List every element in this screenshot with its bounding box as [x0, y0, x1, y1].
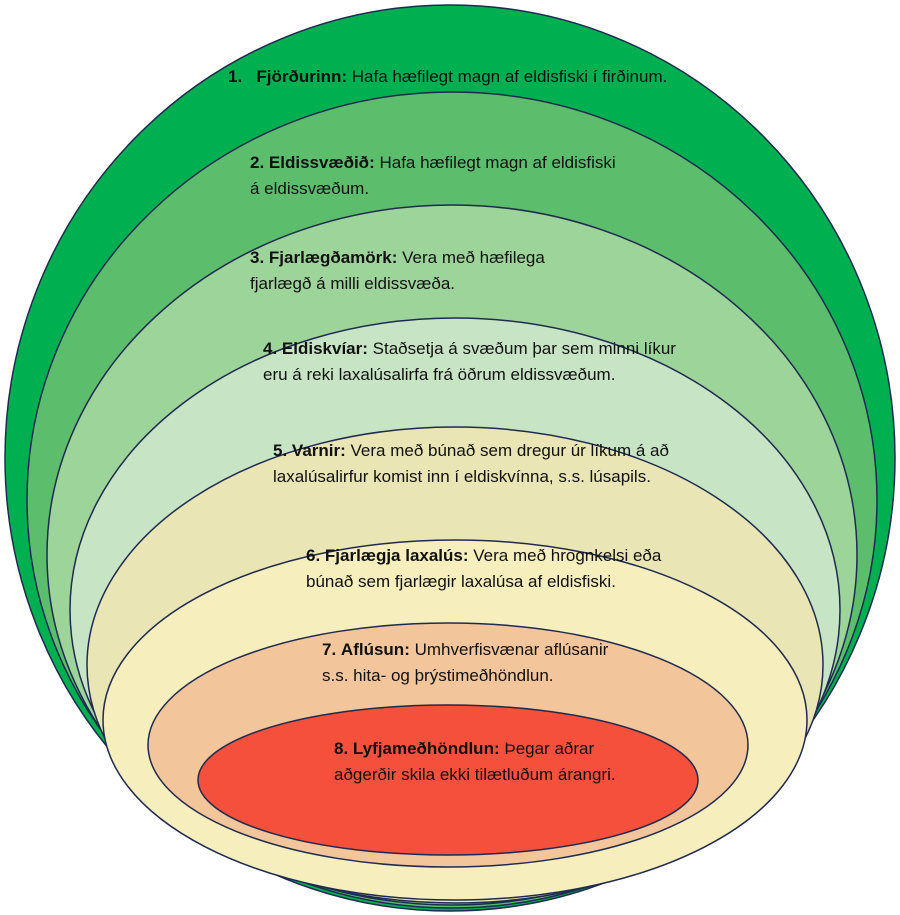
- level-6-text: Vera með hrognkelsi eða búnað sem fjarlæ…: [306, 546, 662, 591]
- level-8-text: Þegar aðrar aðgerðir skila ekki tilætluð…: [334, 739, 616, 784]
- level-1-number: 1.: [228, 67, 243, 86]
- level-2-label: 2. Eldissvæðið: Hafa hæfilegt magn af el…: [250, 150, 620, 202]
- level-7-text: Umhverfisvænar aflúsanir s.s. hita- og þ…: [322, 640, 609, 685]
- level-6-label: 6. Fjarlægja laxalús: Vera með hrognkels…: [306, 543, 666, 595]
- level-5-title: Varnir:: [291, 441, 346, 460]
- level-8-label: 8. Lyfjameðhöndlun: Þegar aðrar aðgerðir…: [334, 736, 624, 788]
- level-6-title: Fjarlægja laxalús:: [324, 546, 469, 565]
- level-7-number: 7.: [322, 640, 337, 659]
- level-3-number: 3.: [250, 248, 265, 267]
- level-3-label: 3. Fjarlægðamörk: Vera með hæfilega fjar…: [250, 245, 610, 297]
- level-3-title: Fjarlægðamörk:: [268, 248, 398, 267]
- level-3-text: Vera með hæfilega fjarlægð á milli eldis…: [250, 248, 545, 293]
- level-5-label: 5. Varnir: Vera með búnað sem dregur úr …: [273, 438, 673, 490]
- level-7-label: 7. Aflúsun: Umhverfisvænar aflúsanir s.s…: [322, 637, 622, 689]
- level-8-title: Lyfjameðhöndlun:: [352, 739, 500, 758]
- level-2-number: 2.: [250, 153, 265, 172]
- level-5-text: Vera með búnað sem dregur úr líkum á að …: [273, 441, 669, 486]
- level-4-label: 4. Eldiskvíar: Staðsetja á svæðum þar se…: [263, 336, 683, 388]
- level-1-label: 1. Fjörðurinn: Hafa hæfilegt magn af eld…: [228, 64, 668, 90]
- level-1-text: Hafa hæfilegt magn af eldisfiski í firði…: [351, 67, 668, 86]
- level-8-number: 8.: [334, 739, 349, 758]
- level-5-number: 5.: [273, 441, 288, 460]
- level-4-number: 4.: [263, 339, 278, 358]
- level-2-text: Hafa hæfilegt magn af eldisfiski á eldis…: [250, 153, 616, 198]
- level-6-number: 6.: [306, 546, 321, 565]
- level-4-text: Staðsetja á svæðum þar sem minni líkur e…: [263, 339, 676, 384]
- level-1-title: Fjörðurinn:: [256, 67, 348, 86]
- level-8-ellipse: [197, 704, 699, 856]
- level-2-title: Eldissvæðið:: [268, 153, 375, 172]
- level-4-title: Eldiskvíar:: [281, 339, 368, 358]
- level-7-title: Aflúsun:: [340, 640, 410, 659]
